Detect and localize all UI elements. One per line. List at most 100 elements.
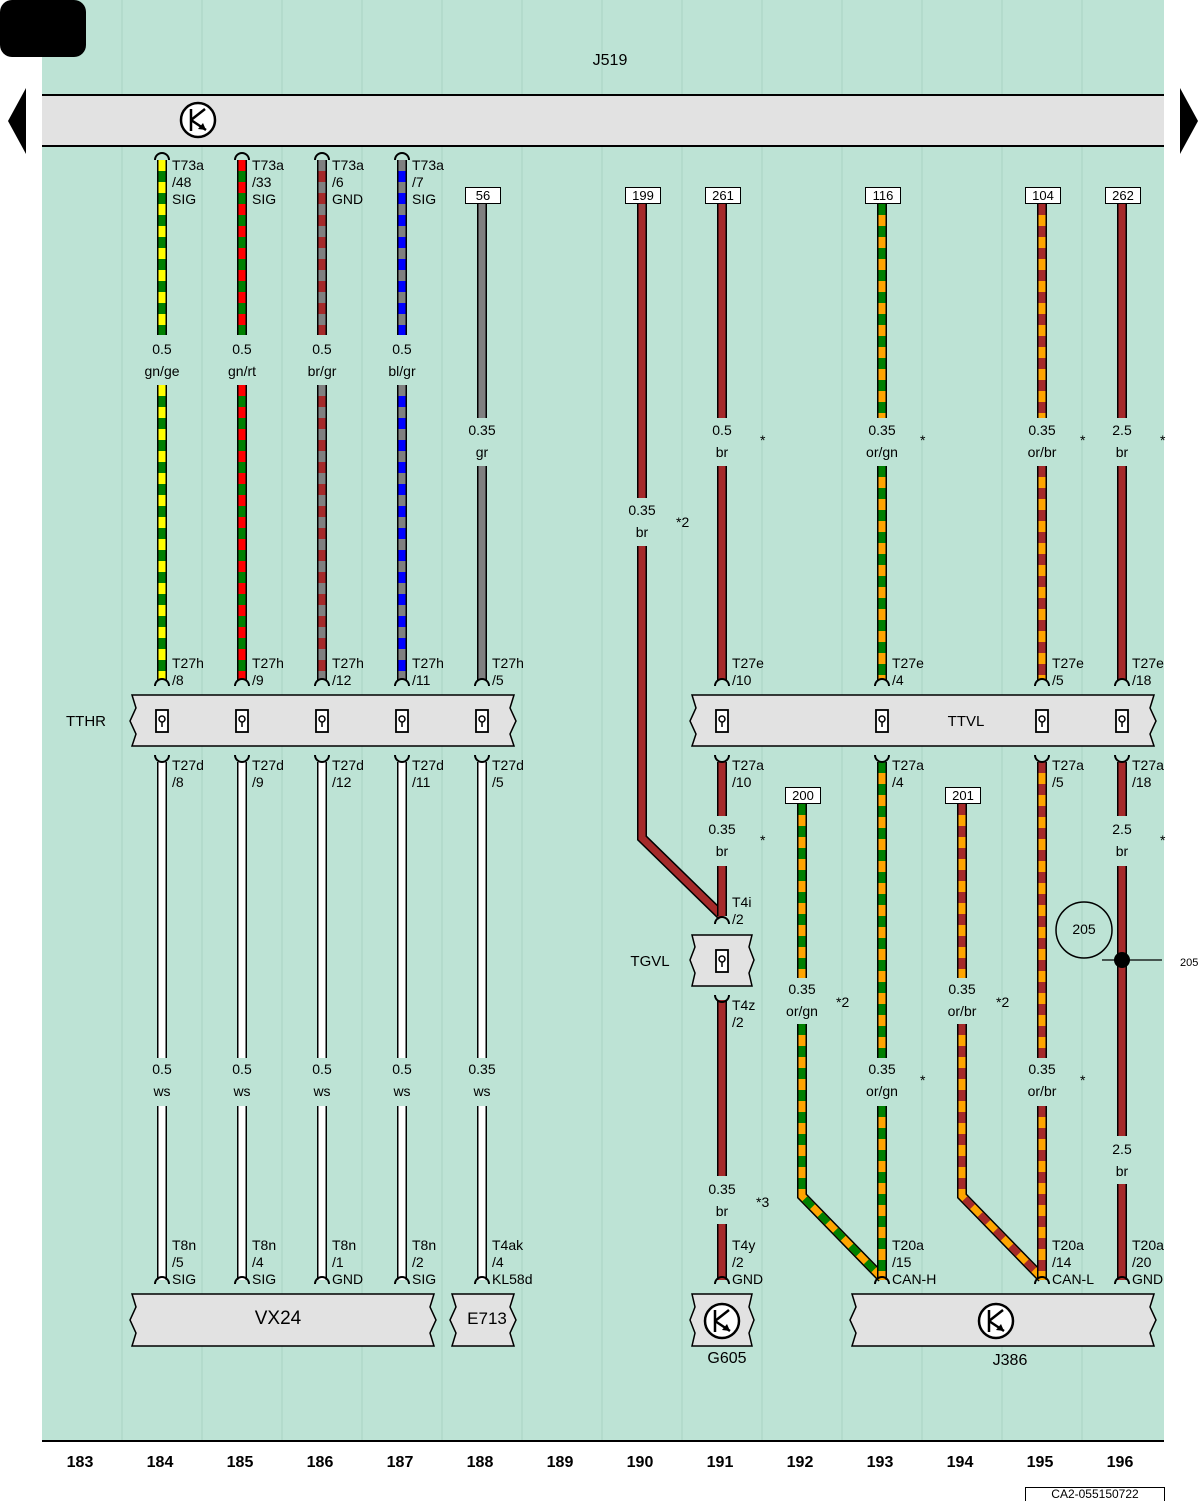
pin-t27d-9: T27d/9 — [252, 757, 284, 790]
column-number: 190 — [626, 1454, 654, 1471]
note-195-low: * — [1080, 1072, 1086, 1088]
pin-t4i-2: T4i/2 — [732, 894, 752, 927]
pin-t27a-18: T27a/18 — [1132, 757, 1164, 790]
column-number: 189 — [546, 1454, 574, 1471]
ref-box-261[interactable]: 261 — [705, 187, 741, 204]
document-code: CA2-055150722 — [1025, 1487, 1165, 1501]
column-number: 187 — [386, 1454, 414, 1471]
ref-box-56[interactable]: 56 — [465, 187, 501, 204]
pin-t27a-4: T27a/4 — [892, 757, 924, 790]
splice-205-continuation[interactable]: 205 — [1180, 957, 1199, 969]
note-193-top: * — [920, 432, 926, 448]
pin-t27d-12: T27d/12 — [332, 757, 364, 790]
column-number: 188 — [466, 1454, 494, 1471]
note-190: *2 — [676, 514, 690, 530]
pin-t27e-4: T27e/4 — [892, 655, 924, 688]
column-number: 192 — [786, 1454, 814, 1471]
previous-page-arrow-icon[interactable] — [8, 88, 26, 154]
column-number: 185 — [226, 1454, 254, 1471]
g605-label: G605 — [707, 1350, 747, 1367]
ref-box-262[interactable]: 262 — [1105, 187, 1141, 204]
note-191-low: *3 — [756, 1194, 770, 1210]
ref-box-116[interactable]: 116 — [865, 187, 901, 204]
note-196-top: * — [1160, 432, 1166, 448]
g605-transistor-icon — [703, 1302, 741, 1340]
column-number: 194 — [946, 1454, 974, 1471]
pin-t27a-10: T27a/10 — [732, 757, 764, 790]
next-page-arrow-icon[interactable] — [1180, 88, 1198, 154]
note-191-mid: * — [760, 832, 766, 848]
pin-t27a-5: T27a/5 — [1052, 757, 1084, 790]
j386-transistor-icon — [977, 1302, 1015, 1340]
e713-label: E713 — [467, 1309, 507, 1328]
pin-t27h-8: T27h/8 — [172, 655, 204, 688]
column-number: 186 — [306, 1454, 334, 1471]
vx24-component — [129, 1293, 437, 1347]
splice-205-node — [1114, 952, 1130, 968]
splice-205-label: 205 — [1072, 921, 1096, 937]
column-number: 196 — [1106, 1454, 1134, 1471]
note-194: *2 — [996, 994, 1010, 1010]
j519-label: J519 — [592, 52, 628, 69]
j519-transistor-icon — [179, 101, 217, 139]
tgvl-label: TGVL — [630, 953, 670, 970]
ref-box-200[interactable]: 200 — [785, 787, 821, 804]
ref-box-199[interactable]: 199 — [625, 187, 661, 204]
pin-t27d-8: T27d/8 — [172, 757, 204, 790]
e713-component — [449, 1293, 517, 1347]
column-number: 183 — [66, 1454, 94, 1471]
note-193-low: * — [920, 1072, 926, 1088]
pin-t27e-5: T27e/5 — [1052, 655, 1084, 688]
ttvl-connector-bar — [689, 694, 1157, 747]
ttvl-label: TTVL — [947, 713, 985, 730]
pin-t27d-11: T27d/11 — [412, 757, 444, 790]
vx24-label: VX24 — [254, 1308, 302, 1329]
pin-t27h-12: T27h/12 — [332, 655, 364, 688]
column-number: 193 — [866, 1454, 894, 1471]
j519-control-unit-bar — [42, 95, 1164, 146]
column-number: 184 — [146, 1454, 174, 1471]
pin-t27e-18: T27e/18 — [1132, 655, 1164, 688]
column-number: 195 — [1026, 1454, 1054, 1471]
splice-205-circle — [1055, 901, 1113, 959]
page-tab — [0, 0, 86, 57]
tthr-label: TTHR — [66, 713, 106, 730]
j386-label: J386 — [992, 1352, 1028, 1369]
note-191-top: * — [760, 432, 766, 448]
note-192: *2 — [836, 994, 850, 1010]
ref-box-104[interactable]: 104 — [1025, 187, 1061, 204]
pin-t27h-11: T27h/11 — [412, 655, 444, 688]
pin-t27e-10: T27e/10 — [732, 655, 764, 688]
ref-box-201[interactable]: 201 — [945, 787, 981, 804]
